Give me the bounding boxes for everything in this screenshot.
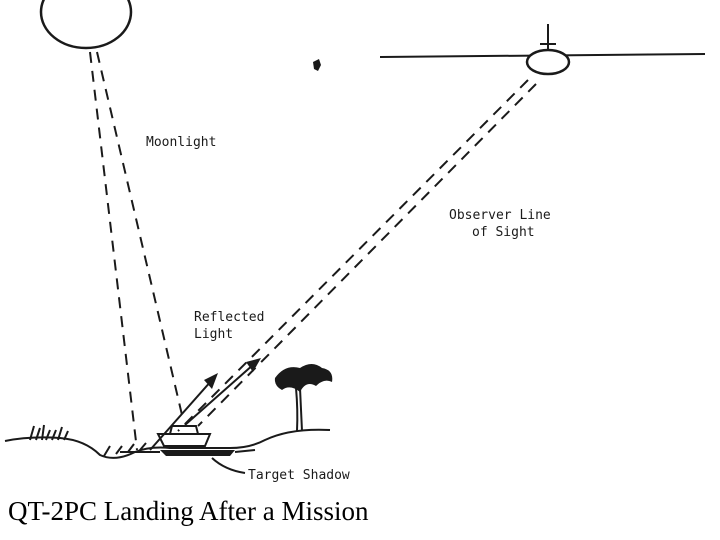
label-reflected-1: Reflected: [194, 310, 264, 325]
moon-icon: [39, 0, 133, 50]
label-moonlight: Moonlight: [146, 135, 216, 150]
tree-icon: [274, 364, 333, 432]
target-shadow-leader: [211, 457, 246, 474]
aircraft-icon: [379, 24, 706, 76]
label-target-shadow: Target Shadow: [248, 468, 350, 483]
label-observer-line-2: of Sight: [472, 225, 535, 240]
moonlight-rays: [89, 51, 183, 451]
observer-line-of-sight: [177, 79, 537, 432]
label-reflected-2: Light: [194, 327, 233, 342]
night-observation-diagram: Moonlight Observer Line of Sight Reflect…: [4, 0, 706, 483]
boat-icon: [156, 425, 212, 447]
grass-icon: [29, 424, 147, 457]
target-shadow-mark: [120, 449, 256, 456]
label-observer-line-1: Observer Line: [449, 208, 551, 223]
ink-speck: [313, 59, 321, 71]
slide-caption: QT-2PC Landing After a Mission: [8, 496, 369, 526]
